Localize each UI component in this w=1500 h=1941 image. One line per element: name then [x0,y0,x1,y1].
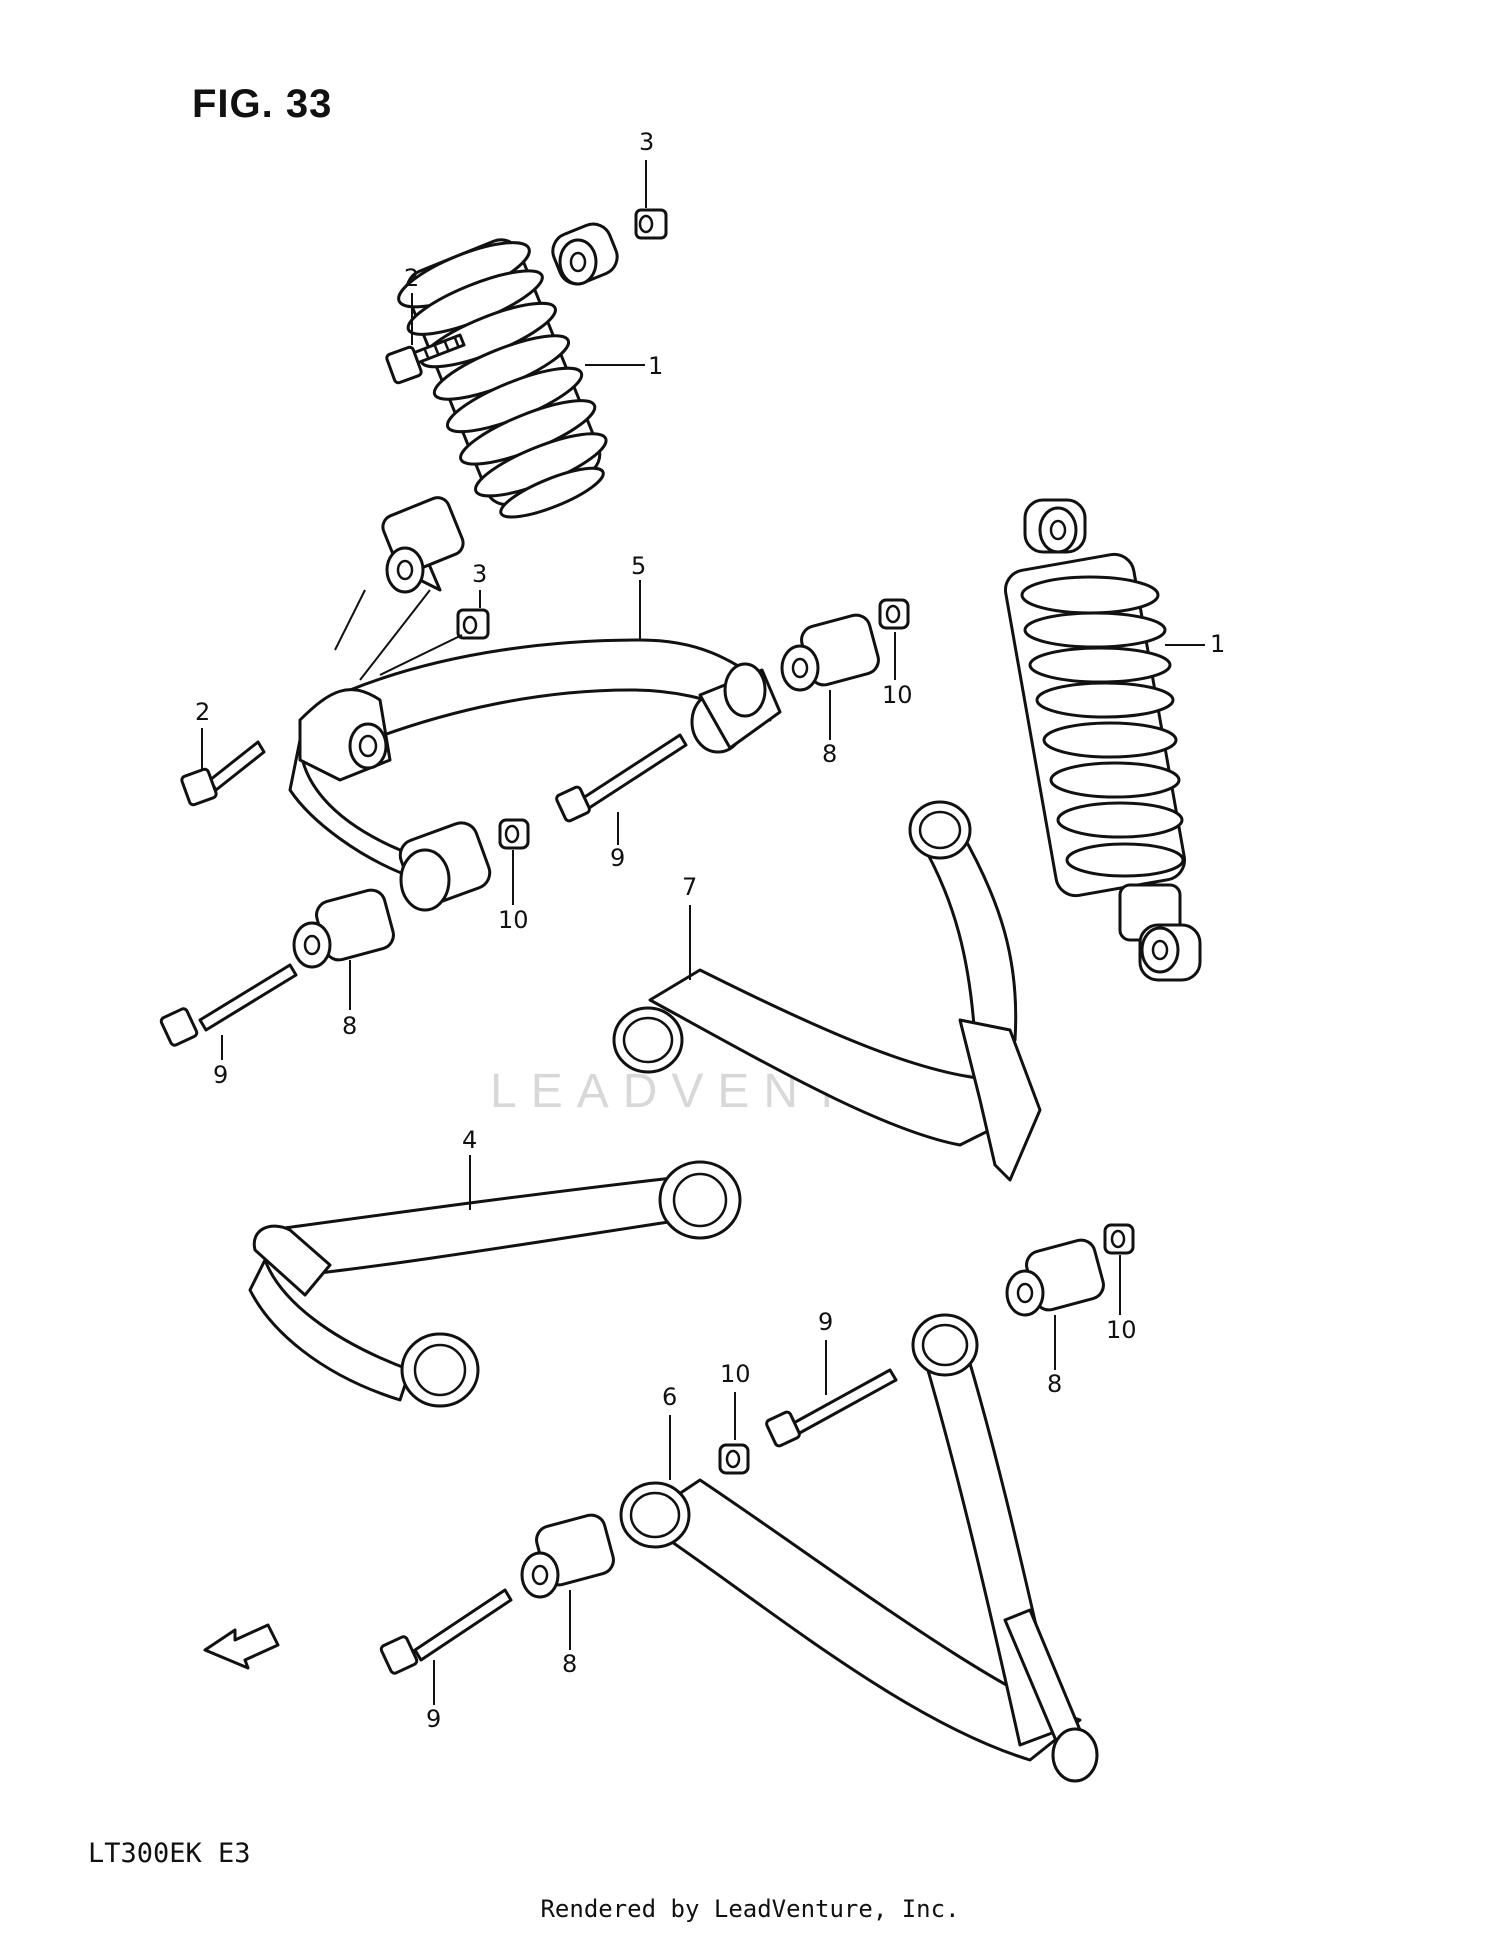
bushing-lower-left [379,1513,615,1705]
nut-mid [379,590,490,676]
arm-7 [612,800,1042,1182]
callout-nut-b: 10 [498,906,529,934]
callout-bush-b: 8 [342,1012,357,1040]
shock-absorber-left [381,222,619,594]
upper-arm-5 [288,580,782,912]
bolt-top [385,293,466,385]
arm-4 [248,1155,742,1408]
bolt-lower-center [718,1340,898,1475]
model-code: LT300EK E3 [88,1838,251,1869]
callout-bolt-c: 9 [818,1308,833,1336]
shock-absorber-right [1004,498,1205,982]
callout-labels: 3 2 1 3 5 2 1 10 8 9 7 10 8 9 4 9 10 10 … [195,128,1225,1733]
callout-bolt-top: 2 [404,264,419,292]
callout-bush-c: 8 [1047,1370,1062,1398]
callout-arm-5: 5 [631,552,646,580]
callout-nut-c: 10 [1106,1316,1137,1344]
bolt-center [498,733,688,905]
footer-credit: Rendered by LeadVenture, Inc. [540,1895,960,1923]
callout-bolt-mid: 2 [195,698,210,726]
forward-arrow-icon: FWD [203,1623,280,1670]
callout-arm-4: 4 [462,1126,477,1154]
callout-nut-top: 3 [639,128,654,156]
callout-bush-d: 8 [562,1650,577,1678]
arm-6 [619,1313,1099,1783]
callout-shock-right: 1 [1210,630,1225,658]
bolt-mid [180,728,266,807]
callout-shock-left: 1 [648,352,663,380]
callout-nut-d: 10 [720,1360,751,1388]
callout-nut-a: 10 [882,681,913,709]
callout-arm-7: 7 [682,873,697,901]
callout-bolt-b: 9 [213,1061,228,1089]
bushing-upper-right [780,598,910,740]
figure-title: FIG. 33 [192,82,333,126]
callout-nut-mid: 3 [472,560,487,588]
callout-bolt-d: 9 [426,1705,441,1733]
bushing-lower-right [1005,1223,1135,1370]
callout-bolt-a: 9 [610,844,625,872]
bushing-left [159,888,395,1060]
callout-bush-a: 8 [822,740,837,768]
nut-top [634,160,668,240]
callout-arm-6: 6 [662,1383,677,1411]
